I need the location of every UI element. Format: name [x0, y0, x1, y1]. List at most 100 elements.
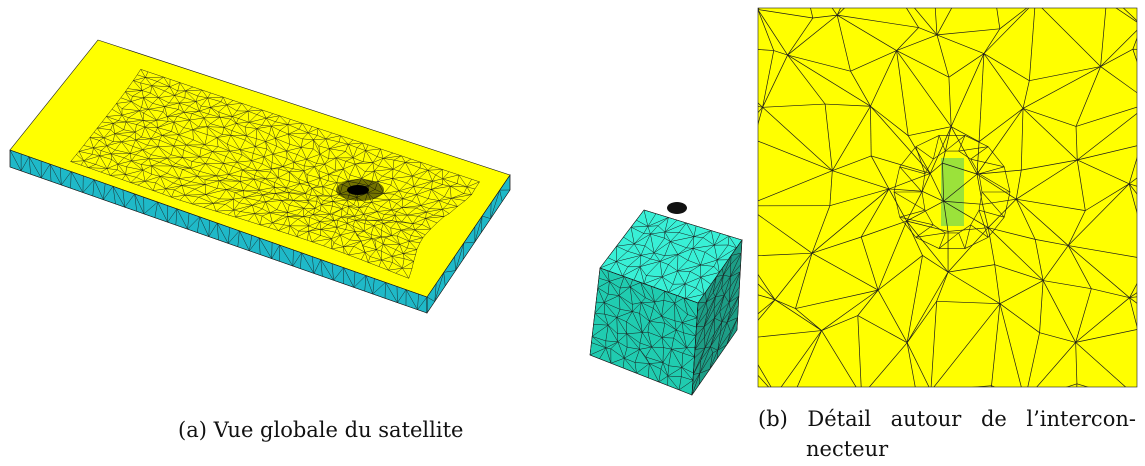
- mesh-edge: [976, 108, 1024, 175]
- mesh-edge: [289, 171, 301, 184]
- mesh-edge: [664, 222, 687, 233]
- mesh-edge: [677, 247, 687, 255]
- mesh-edge: [353, 287, 365, 292]
- mesh-edge: [987, 216, 1005, 238]
- mesh-edge: [466, 186, 472, 195]
- mesh-edge: [268, 192, 276, 194]
- mesh-edge: [942, 126, 952, 164]
- mesh-edge: [181, 185, 195, 190]
- mesh-edge: [61, 171, 72, 186]
- mesh-edge: [256, 138, 266, 142]
- mesh-edge: [115, 203, 125, 208]
- mesh-edge: [311, 186, 323, 189]
- mesh-edge: [644, 233, 651, 246]
- mesh-edge: [457, 200, 466, 207]
- mesh-edge: [333, 242, 344, 248]
- mesh-edge: [671, 348, 683, 354]
- mesh-edge: [915, 146, 926, 174]
- mesh-edge: [409, 227, 415, 231]
- mesh-edge: [335, 157, 344, 170]
- mesh-edge: [347, 217, 356, 221]
- mesh-edge: [736, 317, 738, 331]
- mesh-edge: [922, 190, 944, 202]
- mesh-edge: [121, 136, 130, 143]
- mesh-edge: [442, 169, 450, 172]
- mesh-edge: [857, 315, 862, 387]
- mesh-edge: [226, 189, 234, 200]
- mesh-edge: [135, 138, 151, 141]
- mesh-edge: [709, 352, 714, 370]
- mesh-edge: [738, 286, 740, 297]
- mesh-edge: [191, 156, 200, 162]
- mesh-edge: [713, 295, 725, 309]
- mesh-edge: [720, 321, 723, 332]
- mesh-edge: [255, 141, 266, 147]
- mesh-edge: [143, 112, 157, 121]
- mesh-edge: [319, 148, 330, 155]
- mesh-edge: [639, 342, 652, 348]
- mesh-edge: [148, 157, 168, 159]
- mesh-edge: [964, 237, 989, 249]
- mesh-edge: [762, 103, 826, 108]
- mesh-edge: [348, 246, 354, 256]
- mesh-edge: [270, 168, 272, 173]
- mesh-edge: [300, 183, 310, 187]
- mesh-edge: [591, 336, 607, 349]
- mesh-edge: [474, 215, 483, 227]
- mesh-edge: [714, 311, 720, 319]
- mesh-edge: [906, 342, 930, 387]
- mesh-edge: [78, 147, 94, 152]
- mesh-edge: [354, 210, 359, 217]
- mesh-edge: [249, 237, 260, 251]
- mesh-edge: [142, 120, 146, 128]
- mesh-edge: [1132, 49, 1137, 63]
- mesh-edge: [197, 216, 200, 233]
- mesh-edge: [314, 163, 317, 167]
- mesh-edge: [148, 103, 153, 110]
- mesh-edge: [170, 145, 174, 155]
- mesh-edge: [179, 178, 192, 182]
- mesh-edge: [207, 126, 224, 128]
- mesh-edge: [272, 222, 284, 226]
- mesh-edge: [653, 238, 665, 253]
- mesh-edge: [934, 8, 938, 35]
- mesh-edge: [120, 91, 126, 98]
- mesh-edge: [392, 160, 395, 170]
- mesh-edge: [383, 220, 393, 224]
- mesh-edge: [106, 159, 112, 169]
- mesh-edge: [308, 231, 312, 242]
- mesh-edge: [643, 275, 647, 284]
- mesh-edge: [474, 215, 483, 243]
- mesh-edge: [374, 236, 382, 241]
- mesh-edge: [99, 137, 104, 141]
- mesh-edge: [147, 138, 152, 146]
- mesh-edge: [432, 174, 436, 182]
- mesh-edge: [199, 171, 217, 177]
- mesh-edge: [227, 143, 241, 150]
- mesh-edge: [223, 161, 238, 164]
- mesh-edge: [281, 200, 288, 213]
- mesh-edge: [396, 286, 407, 290]
- mesh-edge: [132, 146, 143, 150]
- mesh-edge: [121, 114, 129, 118]
- mesh-edge: [328, 174, 337, 183]
- mesh-edge: [335, 157, 346, 162]
- mesh-edge: [331, 263, 334, 281]
- mesh-edge: [921, 173, 931, 192]
- mesh-edge: [323, 245, 332, 250]
- mesh-edge: [671, 349, 683, 368]
- mesh-edge: [164, 90, 175, 96]
- mesh-edge: [274, 187, 276, 194]
- mesh-edge: [413, 186, 417, 195]
- mesh-edge: [594, 302, 597, 314]
- mesh-edge: [216, 137, 228, 145]
- mesh-edge: [1129, 282, 1137, 298]
- mesh-edge: [730, 271, 741, 277]
- mesh-edge: [337, 220, 348, 224]
- mesh-edge: [662, 349, 672, 363]
- mesh-edge: [604, 314, 609, 326]
- mesh-edge: [948, 77, 952, 127]
- mesh-edge: [367, 202, 372, 207]
- mesh-edge: [607, 246, 617, 258]
- mesh-edge: [712, 292, 716, 297]
